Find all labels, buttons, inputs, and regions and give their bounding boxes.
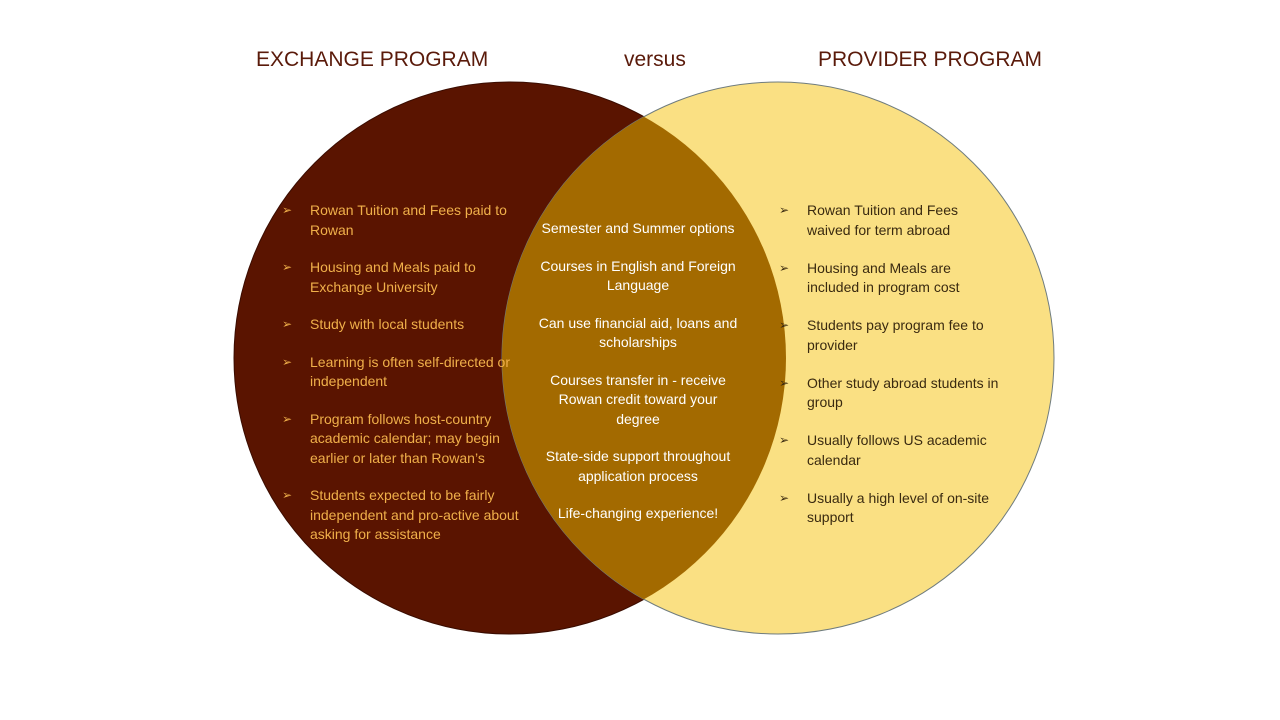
list-item: ➢Rowan Tuition and Fees waived for term … (779, 202, 958, 238)
exchange-program-list: ➢Rowan Tuition and Fees paid to Rowan ➢H… (282, 201, 522, 563)
list-item: Semester and Summer options (541, 220, 735, 236)
versus-label: versus (624, 48, 686, 71)
arrow-right-icon: ➢ (282, 411, 293, 426)
arrow-right-icon: ➢ (779, 490, 790, 505)
list-item: ➢Learning is often self-directed or inde… (282, 353, 510, 390)
list-item: ➢Study with local students (282, 315, 522, 335)
arrow-right-icon: ➢ (779, 318, 790, 332)
list-item: ➢Other study abroad students in group (779, 374, 999, 411)
arrow-right-icon: ➢ (779, 433, 790, 447)
list-item: State-side support throughout applicatio… (545, 448, 731, 484)
list-item: ➢Housing and Meals paid to Exchange Univ… (282, 259, 476, 295)
list-item: ➢Usually a high level of on-site support (779, 489, 990, 526)
list-item: Courses in English and Foreign Language (540, 257, 736, 294)
list-item: Can use financial aid, loans and scholar… (538, 314, 738, 351)
list-item: ➢Students expected to be fairly independ… (282, 487, 519, 542)
provider-program-title: PROVIDER PROGRAM (818, 48, 1043, 71)
overlap-region (502, 82, 786, 634)
shared-features-list: Semester and Summer options Courses in E… (536, 219, 740, 542)
list-item: ➢Housing and Meals are included in progr… (779, 259, 960, 296)
arrow-right-icon: ➢ (779, 375, 790, 390)
list-item: ➢Usually follows US academic calendar (779, 432, 987, 468)
list-item: Courses transfer in - receive Rowan cred… (550, 371, 726, 427)
arrow-right-icon: ➢ (282, 203, 293, 217)
list-item: ➢Rowan Tuition and Fees paid to Rowan (282, 202, 507, 238)
list-item: ➢Program follows host-country academic c… (282, 410, 500, 466)
exchange-program-title: EXCHANGE PROGRAM (256, 48, 489, 71)
list-item: ➢Students pay program fee to provider (779, 317, 984, 353)
arrow-right-icon: ➢ (779, 260, 790, 275)
arrow-right-icon: ➢ (282, 354, 293, 369)
arrow-right-icon: ➢ (282, 488, 293, 502)
arrow-right-icon: ➢ (282, 317, 293, 331)
arrow-right-icon: ➢ (779, 203, 790, 217)
arrow-right-icon: ➢ (282, 260, 293, 274)
provider-program-list: ➢Rowan Tuition and Fees waived for term … (779, 201, 999, 546)
list-item: Life-changing experience! (557, 505, 719, 521)
